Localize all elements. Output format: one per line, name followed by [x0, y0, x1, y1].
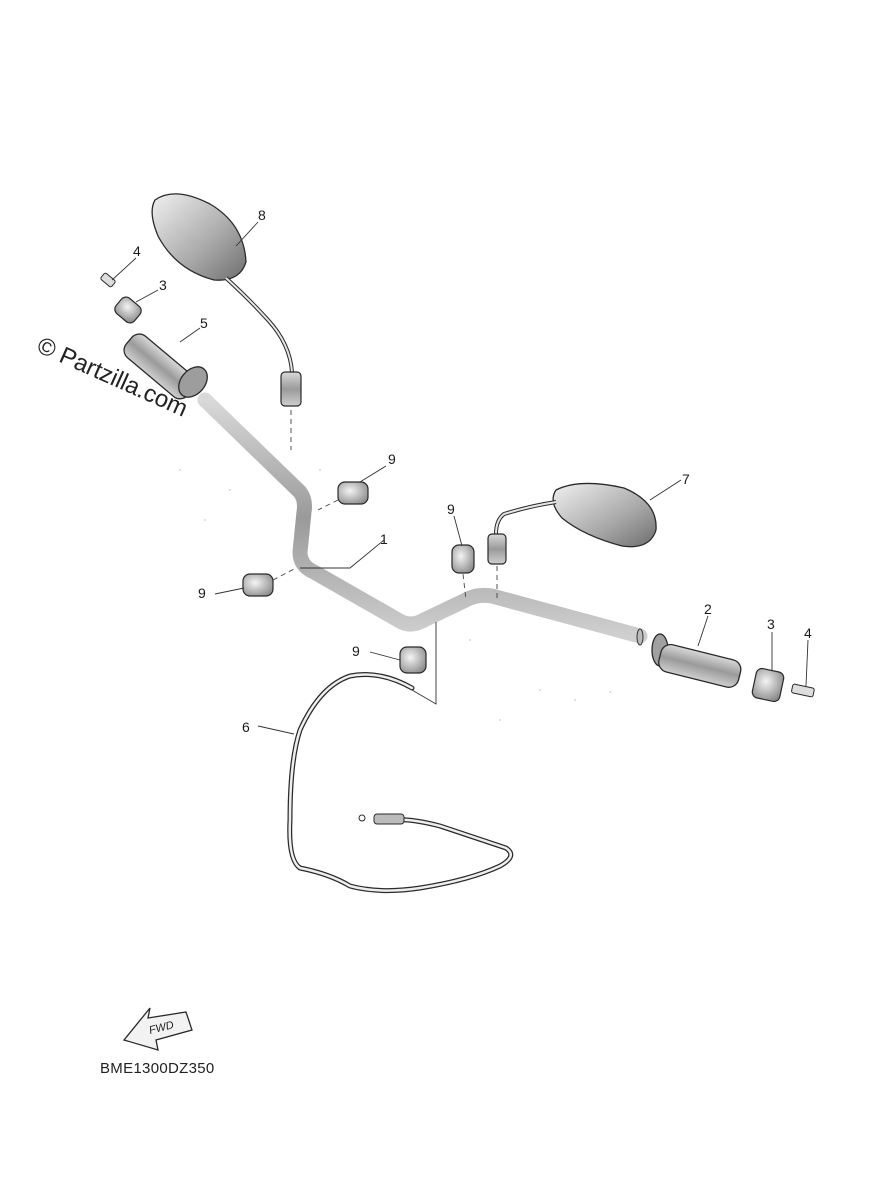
callout-clamp-b: 9	[447, 501, 455, 517]
right-bar-end-weight-part	[751, 667, 785, 703]
callout-right-mirror: 7	[682, 471, 690, 487]
callout-clamp-c: 9	[198, 585, 206, 601]
callout-numbers: 1 2 3 3 4 4 5 6 7 8 9 9 9 9	[133, 207, 812, 735]
callout-left-weight: 3	[159, 277, 167, 293]
handlebar-part	[197, 392, 648, 646]
callout-right-grip: 2	[704, 601, 712, 617]
callout-right-screw: 4	[804, 625, 812, 641]
fwd-label: FWD	[148, 1019, 175, 1037]
forward-arrow-icon: FWD	[122, 1007, 193, 1051]
callout-cable: 6	[242, 719, 250, 735]
right-mirror-part	[487, 482, 657, 598]
clamp-part-a	[317, 481, 369, 511]
callout-handlebar: 1	[380, 531, 388, 547]
callout-left-mirror: 8	[258, 207, 266, 223]
clamp-part-d	[399, 622, 437, 705]
background-speckle	[179, 469, 611, 721]
callout-left-screw: 4	[133, 243, 141, 259]
clamp-part-c	[242, 567, 297, 597]
clamp-part-b	[451, 544, 475, 601]
leader-lines	[111, 221, 809, 735]
left-bar-end-weight-part	[114, 296, 142, 324]
diagram-code: BME1300DZ350	[100, 1060, 215, 1077]
left-grip-part	[123, 333, 208, 400]
callout-clamp-d: 9	[352, 643, 360, 659]
callout-right-weight: 3	[767, 616, 775, 632]
callout-clamp-a: 9	[388, 451, 396, 467]
right-screw-part	[791, 683, 815, 698]
callout-left-grip: 5	[200, 315, 208, 331]
left-screw-part	[100, 272, 116, 288]
cable-part	[287, 672, 514, 894]
right-grip-part	[651, 633, 742, 688]
left-mirror-part	[151, 193, 302, 450]
